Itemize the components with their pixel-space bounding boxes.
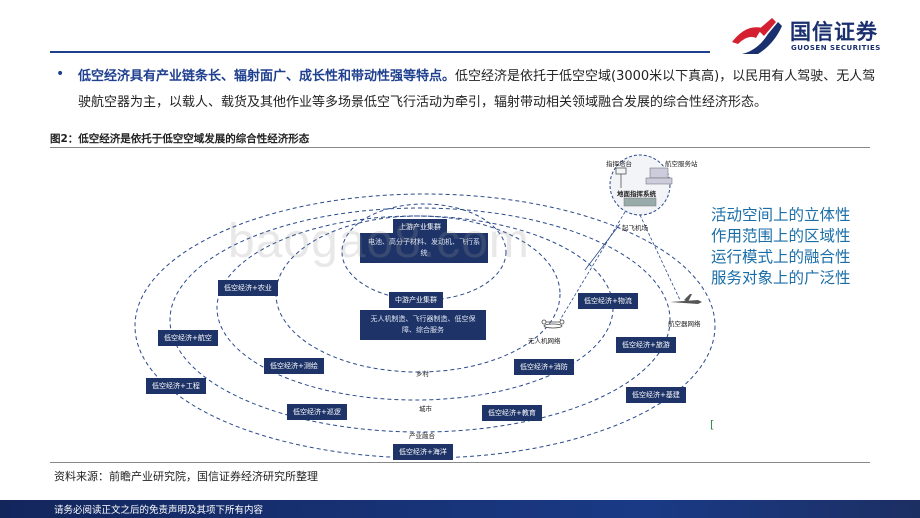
aircraft-icon	[670, 294, 702, 304]
app-engineering: 低空经济+工程	[146, 378, 206, 394]
app-ocean: 低空经济+海洋	[393, 444, 453, 460]
app-education: 低空经济+教育	[482, 405, 542, 421]
footer-bar: 请务必阅读正文之后的免责声明及其项下所有内容	[0, 500, 920, 518]
airport-icon	[623, 197, 657, 207]
feature-list: 活动空间上的立体性 作用范围上的区域性 运行模式上的融合性 服务对象上的广泛性	[711, 205, 851, 289]
midstream-title: 中游产业集群	[389, 292, 443, 308]
bullet-body: 低空经济是依托于低空空域(3000米以下真高)，以民用有人驾驶、无人驾驶航空器为…	[78, 69, 876, 110]
figure-title-divider	[50, 147, 870, 148]
feature-item: 服务对象上的广泛性	[711, 269, 851, 287]
label-drone-network: 无人机网络	[528, 337, 561, 345]
app-construction: 低空经济+基建	[626, 387, 686, 403]
bullet-icon: •	[56, 66, 65, 82]
feature-item: 运行模式上的融合性	[711, 248, 851, 266]
label-city: 城市	[419, 405, 432, 413]
brand-name-en: GUOSEN SECURITIES	[791, 44, 881, 52]
source-divider	[50, 462, 870, 463]
bracket-icon: [	[710, 418, 715, 431]
label-airport: 起飞机场	[622, 224, 648, 232]
ground-to-drone-line	[559, 211, 626, 321]
label-service-station: 航空服务站	[665, 160, 698, 168]
flow-arrow	[584, 223, 621, 271]
label-aircraft-network: 航空器网络	[668, 320, 701, 328]
label-industry-fusion: 产业融合	[409, 432, 435, 440]
feature-item: 活动空间上的立体性	[711, 206, 851, 224]
footer-disclaimer: 请务必阅读正文之后的免责声明及其项下所有内容	[54, 505, 264, 516]
bullet-highlight: 低空经济具有产业链条长、辐射面广、成长性和带动性强等特点。	[78, 69, 456, 84]
brand-name-cn: 国信证券	[790, 20, 878, 44]
midstream-body: 无人机制造、飞行器制造、低空保障、综合服务	[360, 310, 486, 340]
upstream-title: 上游产业集群	[393, 219, 447, 235]
brand-logo-icon	[732, 18, 782, 54]
building-icon	[645, 167, 673, 185]
bullet-paragraph: 低空经济具有产业链条长、辐射面广、成长性和带动性强等特点。低空经济是依托于低空空…	[78, 64, 878, 116]
drone-icon	[541, 319, 565, 329]
figure-title: 图2：低空经济是依托于低空空域发展的综合性经济形态	[50, 133, 310, 145]
ring-city	[169, 207, 671, 433]
feature-item: 作用范围上的区域性	[711, 227, 851, 245]
app-patrol: 低空经济+巡逻	[287, 404, 347, 420]
app-survey: 低空经济+测绘	[264, 358, 324, 374]
app-logistics: 低空经济+物流	[578, 293, 638, 309]
ring-upstream	[341, 203, 507, 301]
app-aviation: 低空经济+航空	[158, 330, 218, 346]
app-agriculture: 低空经济+农业	[218, 280, 278, 296]
watermark: baogao8.com	[228, 215, 530, 268]
source-note: 资料来源：前瞻产业研究院，国信证券经济研究所整理	[54, 470, 318, 483]
app-tourism: 低空经济+旅游	[616, 337, 676, 353]
brand-logo: 国信证券 GUOSEN SECURITIES	[728, 14, 898, 60]
label-ground-system: 地面指挥系统	[617, 190, 656, 198]
app-firefighting: 低空经济+消防	[514, 359, 574, 375]
ground-to-aircraft-line	[639, 214, 681, 301]
label-village: 乡村	[416, 370, 429, 378]
header-divider	[50, 51, 710, 53]
label-command-tower: 指挥塔台	[606, 160, 632, 168]
upstream-body: 电池、高分子材料、发动机、飞行系统	[360, 233, 488, 263]
tower-icon	[615, 167, 627, 188]
